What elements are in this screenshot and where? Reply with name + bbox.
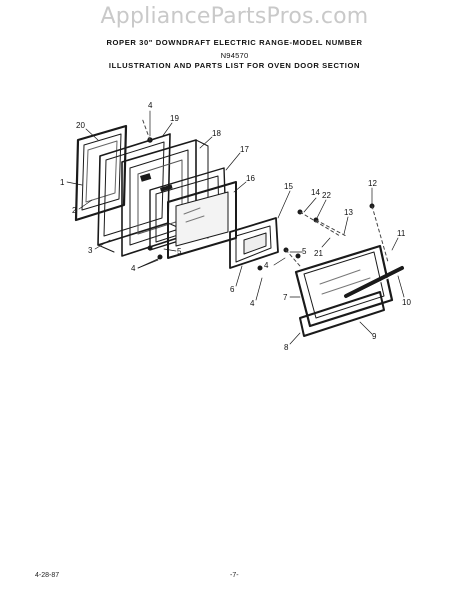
footer-page-number: -7- (230, 572, 239, 579)
callout-15: 15 (284, 182, 293, 191)
assembly-lines (141, 117, 389, 267)
part-15-center-glass (229, 217, 279, 269)
callout-5-left: 5 (177, 247, 182, 256)
part-16-inner-glass (167, 181, 237, 259)
header-subtitle: ILLUSTRATION AND PARTS LIST FOR OVEN DOO… (108, 61, 361, 70)
callout-13: 13 (344, 208, 353, 217)
part-20-door-liner-frame (74, 124, 128, 222)
callout-8: 8 (284, 343, 289, 352)
callout-16: 16 (246, 174, 255, 183)
part-19-inner-panel (97, 133, 185, 253)
callout-22: 22 (322, 191, 331, 200)
callout-7: 7 (283, 293, 288, 302)
callout-4-bottom: 4 (250, 299, 255, 308)
header-title: ROPER 30" DOWNDRAFT ELECTRIC RANGE-MODEL… (106, 38, 363, 47)
callout-20: 20 (76, 121, 85, 130)
header-model-number: N94570 (220, 51, 249, 60)
callout-17: 17 (240, 145, 249, 154)
watermark: AppliancePartsPros.com (100, 4, 369, 29)
callout-12: 12 (368, 179, 377, 188)
callout-21: 21 (314, 249, 323, 258)
callout-5-right: 5 (302, 247, 307, 256)
callout-18: 18 (212, 129, 221, 138)
callout-19: 19 (170, 114, 179, 123)
callout-2: 2 (72, 206, 77, 215)
callout-4-top: 4 (148, 101, 153, 110)
part-10-door-handle (344, 266, 404, 300)
callout-4-left: 4 (131, 264, 136, 273)
footer-date: 4-28-87 (35, 572, 60, 579)
callout-10: 10 (402, 298, 411, 307)
leader-lines (66, 110, 405, 345)
callout-14: 14 (311, 188, 320, 197)
callout-4-center: 4 (264, 261, 269, 270)
callout-1: 1 (60, 178, 65, 187)
part-9-outer-door-frame (299, 291, 385, 337)
callout-11: 11 (397, 229, 406, 238)
part-7-outer-door-glass (294, 244, 394, 328)
callout-9: 9 (372, 332, 377, 341)
callout-labels: 1 2 3 4 4 4 4 5 5 6 7 8 9 10 11 12 13 14… (60, 101, 411, 352)
callout-6: 6 (230, 285, 235, 294)
callout-3: 3 (88, 246, 93, 255)
